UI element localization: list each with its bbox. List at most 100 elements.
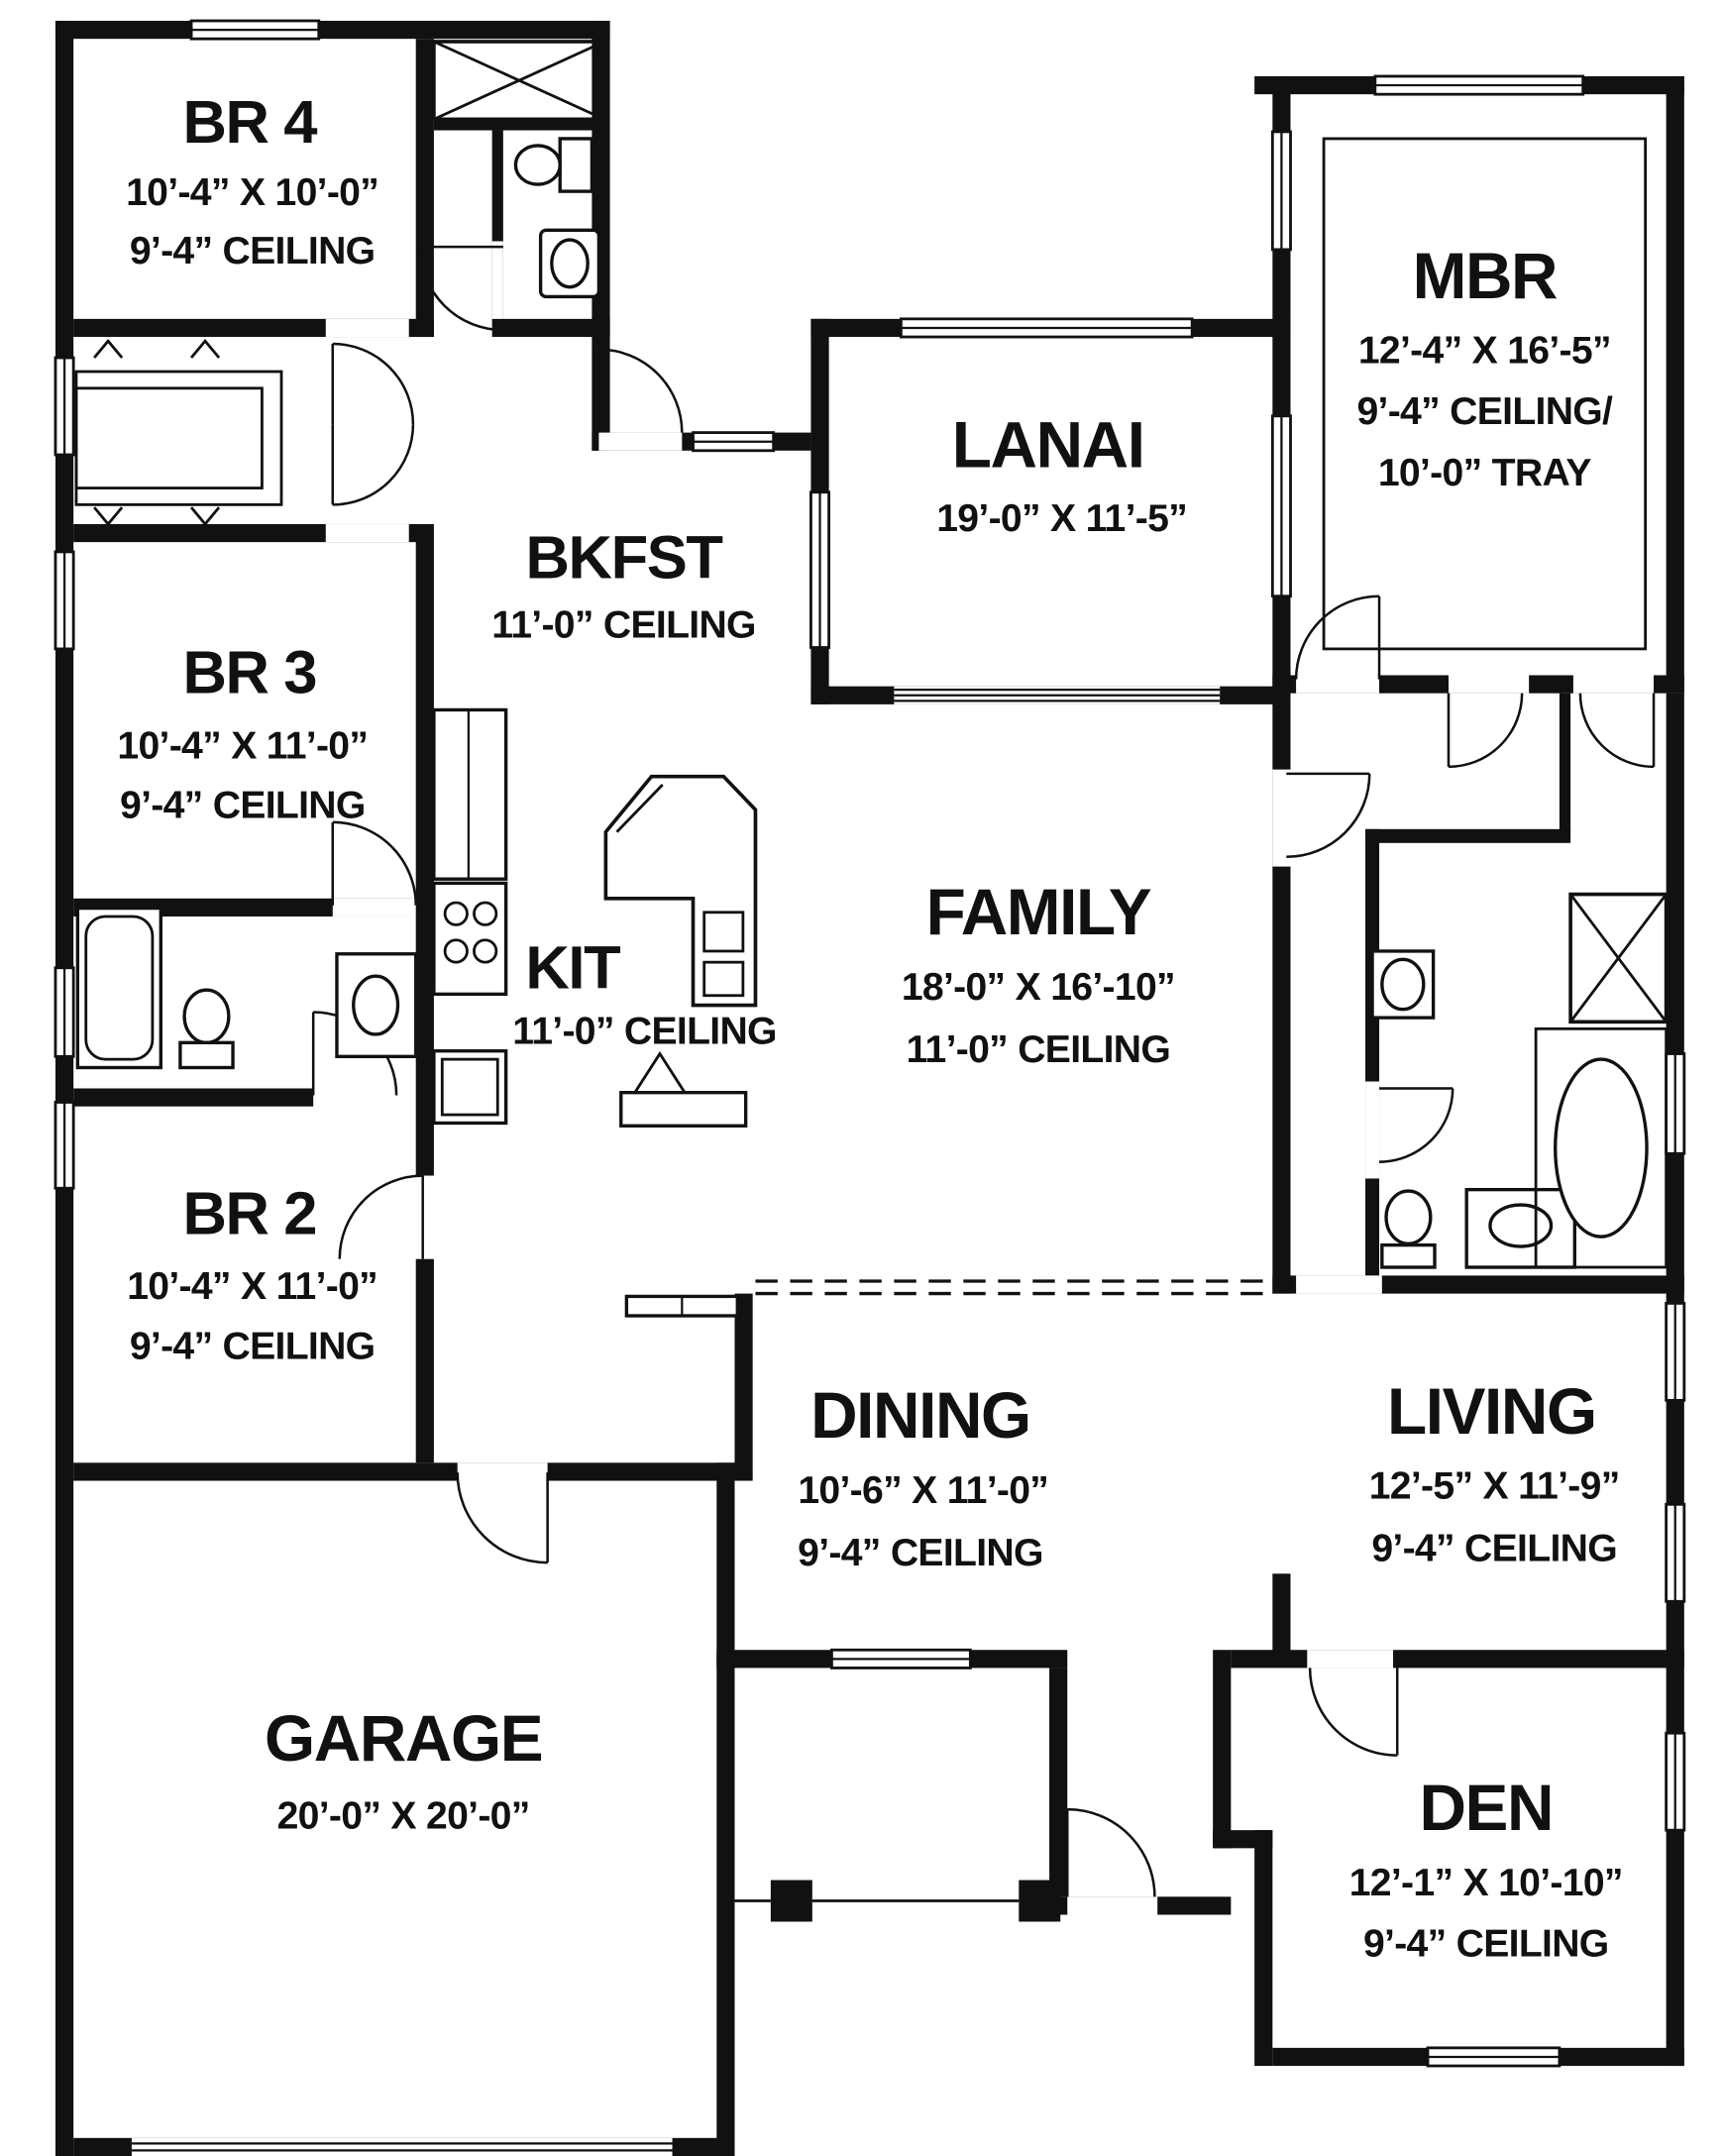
wall-segment xyxy=(1049,1668,1068,1897)
fixtures xyxy=(74,40,1669,1922)
door-closet-1 xyxy=(1447,693,1524,769)
sink-icon xyxy=(538,228,601,299)
wall-segment xyxy=(734,1293,753,1481)
wall-segment xyxy=(415,540,434,1176)
room-ceiling-br2: 9’-4” CEILING xyxy=(130,1325,376,1367)
wall-segment xyxy=(1272,1573,1291,1655)
window xyxy=(1373,74,1585,96)
room-dims-mbr: 12’-4” X 16’-5” xyxy=(1358,330,1611,373)
wall-segment xyxy=(1666,693,1684,1665)
window xyxy=(54,966,75,1058)
room-name-den: DEN xyxy=(1419,1771,1553,1844)
window xyxy=(830,1648,972,1670)
door-br2 xyxy=(338,1174,424,1259)
room-name-family: FAMILY xyxy=(926,875,1151,948)
sliding-glass-door xyxy=(894,686,1221,704)
wall-segment xyxy=(1666,75,1684,694)
room-name-dining: DINING xyxy=(810,1378,1030,1452)
room-label-dining: DINING 10’-6” X 11’-0” 9’-4” CEILING xyxy=(798,1378,1049,1574)
kitchen-sink-cabinet xyxy=(432,1049,508,1126)
room-labels: BR 4 10’-4” X 10’-0” 9’-4” CEILING BR 3 … xyxy=(117,88,1623,1965)
room-dims-br4: 10’-4” X 10’-0” xyxy=(126,171,378,214)
wall-segment xyxy=(1365,828,1571,843)
wall-segment xyxy=(54,20,74,2156)
door-bkfst-lanai xyxy=(597,348,684,433)
room-label-mbr: MBR 12’-4” X 16’-5” 9’-4” CEILING/ 10’-0… xyxy=(1356,239,1613,494)
door-front-entry xyxy=(1065,1807,1156,1897)
door-opening xyxy=(1067,1896,1158,1915)
wall-segment xyxy=(1254,1830,1273,2067)
door-closet-2 xyxy=(1578,693,1656,769)
room-name-bkfst: BKFST xyxy=(526,524,723,593)
room-dims-br3: 10’-4” X 11’-0” xyxy=(117,724,368,767)
ceiling-break-dashed-line xyxy=(755,1279,1269,1296)
wall-segment xyxy=(491,130,503,319)
wall-segment xyxy=(1365,828,1380,1276)
window xyxy=(1665,1731,1686,1832)
door-opening xyxy=(457,1462,548,1481)
window xyxy=(1270,130,1292,252)
room-name-garage: GARAGE xyxy=(265,1701,542,1775)
window xyxy=(1665,1052,1686,1155)
toilet-icon xyxy=(513,137,594,193)
kitchen-island xyxy=(603,774,758,1008)
door-opening xyxy=(1296,1275,1382,1294)
room-label-br4: BR 4 10’-4” X 10’-0” 9’-4” CEILING xyxy=(126,88,379,272)
room-dims-family: 18’-0” X 16’-10” xyxy=(902,966,1175,1009)
room-ceiling2-mbr: 10’-0” TRAY xyxy=(1378,452,1592,494)
kitchen-counter xyxy=(432,707,508,881)
garden-tub-icon xyxy=(1534,1026,1669,1269)
wall-segment xyxy=(491,318,610,338)
tray-ceiling-outline xyxy=(1322,137,1648,651)
room-dims-garage: 20’-0” X 20’-0” xyxy=(277,1795,530,1838)
room-ceiling-bkfst: 11’-0” CEILING xyxy=(491,604,756,647)
room-ceiling-br3: 9’-4” CEILING xyxy=(120,785,366,827)
room-label-bkfst: BKFST 11’-0” CEILING xyxy=(491,524,756,647)
closet-x-box xyxy=(1568,892,1669,1024)
door-opening xyxy=(415,1175,434,1259)
room-name-br2: BR 2 xyxy=(183,1179,317,1247)
window xyxy=(899,317,1194,339)
bathtub-icon xyxy=(75,906,162,1070)
room-label-living: LIVING 12’-5” X 11’-9” 9’-4” CEILING xyxy=(1369,1374,1621,1570)
porch-column xyxy=(770,1880,812,1922)
door-opening xyxy=(325,318,409,338)
room-label-lanai: LANAI 19’-0” X 11’-5” xyxy=(936,408,1188,540)
room-ceiling-family: 11’-0” CEILING xyxy=(907,1028,1171,1071)
door-br4 xyxy=(331,342,415,425)
window xyxy=(809,490,831,649)
window xyxy=(54,356,75,457)
room-ceiling-dining: 9’-4” CEILING xyxy=(798,1532,1043,1574)
door-br3-entry xyxy=(331,820,417,906)
wall-segment xyxy=(716,1462,735,2156)
window xyxy=(692,431,776,453)
closet-x-box xyxy=(432,40,606,122)
room-dims-br2: 10’-4” X 11’-0” xyxy=(127,1265,377,1308)
door-opening xyxy=(598,432,683,451)
window xyxy=(1270,414,1292,598)
door-mbath xyxy=(1379,1087,1454,1163)
wall-segment xyxy=(73,1088,314,1107)
wall-segment xyxy=(73,1462,735,1481)
room-ceiling-living: 9’-4” CEILING xyxy=(1371,1528,1617,1570)
room-label-garage: GARAGE 20’-0” X 20’-0” xyxy=(265,1701,544,1838)
room-label-br3: BR 3 10’-4” X 11’-0” 9’-4” CEILING xyxy=(117,639,369,827)
door-opening xyxy=(1307,1650,1394,1669)
window xyxy=(1665,1301,1686,1402)
room-name-lanai: LANAI xyxy=(952,408,1144,482)
door-openings xyxy=(325,241,1655,1915)
window xyxy=(1426,2046,1561,2068)
room-label-kit: KIT 11’-0” CEILING xyxy=(512,934,777,1053)
wall-segment xyxy=(1559,693,1571,832)
room-dims-dining: 10’-6” X 11’-0” xyxy=(798,1469,1048,1512)
stove-icon xyxy=(432,881,508,997)
room-label-family: FAMILY 18’-0” X 16’-10” 11’-0” CEILING xyxy=(902,875,1176,1071)
window-seat-niche xyxy=(74,339,283,527)
toilet-icon xyxy=(1380,1189,1437,1269)
door-opening xyxy=(1365,1081,1380,1179)
room-name-living: LIVING xyxy=(1387,1374,1596,1448)
kitchen-bar xyxy=(619,1050,748,1128)
room-name-br4: BR 4 xyxy=(183,88,318,157)
doors xyxy=(311,245,1656,1897)
